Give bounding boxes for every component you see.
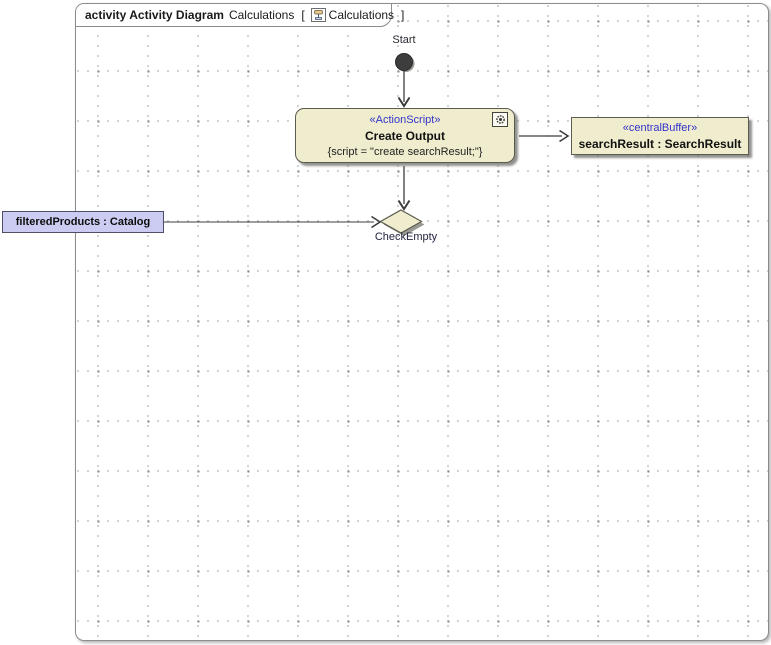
control-flow-start-to-action[interactable] xyxy=(397,71,411,108)
action-stereotype: «ActionScript» xyxy=(369,114,441,126)
frame-diagram-name: Calculations xyxy=(228,8,295,22)
frame-header-tab[interactable]: activity Activity Diagram Calculations [… xyxy=(76,4,404,27)
object-flow-label-to-decision[interactable] xyxy=(164,215,382,229)
action-node[interactable]: «ActionScript» Create Output {script = "… xyxy=(295,108,515,163)
central-buffer-node[interactable]: «centralBuffer» searchResult : SearchRes… xyxy=(571,117,749,155)
object-flow-action-to-buffer[interactable] xyxy=(519,129,570,143)
action-name: Create Output xyxy=(364,129,445,143)
decision-node[interactable] xyxy=(379,209,423,234)
object-node-filtered-products[interactable]: filteredProducts : Catalog xyxy=(2,211,164,233)
action-script-text: {script = "create searchResult;"} xyxy=(327,146,483,158)
frame-bracket-close: ] xyxy=(401,8,405,22)
decision-label: CheckEmpty xyxy=(374,231,438,243)
frame-keyword: activity Activity Diagram xyxy=(85,8,224,22)
start-node[interactable] xyxy=(395,53,413,71)
buffer-stereotype: «centralBuffer» xyxy=(622,122,698,134)
buffer-name: searchResult : SearchResult xyxy=(578,137,742,151)
start-label: Start xyxy=(392,34,416,46)
activity-diagram-icon xyxy=(310,8,326,22)
frame-context-name: Calculations xyxy=(328,8,395,22)
frame-bracket-open: [ xyxy=(301,8,305,22)
control-flow-action-to-decision[interactable] xyxy=(397,166,411,211)
object-node-name: filteredProducts : Catalog xyxy=(15,216,151,228)
script-behavior-icon xyxy=(492,112,508,127)
